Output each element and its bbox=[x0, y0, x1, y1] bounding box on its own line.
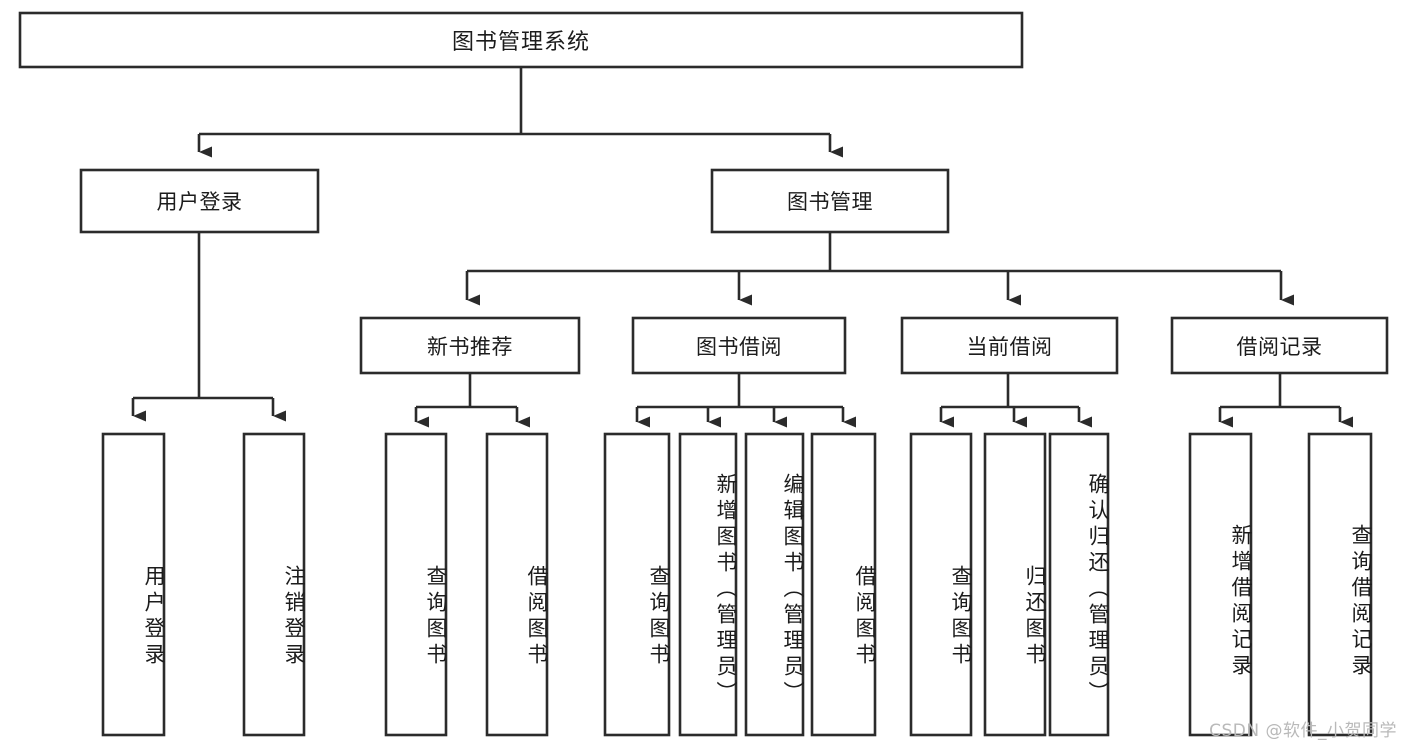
node-leaf-query-borrow-record-box[interactable] bbox=[1307, 432, 1373, 737]
node-leaf-query-book-cur-box[interactable] bbox=[909, 432, 973, 737]
node-leaf-query-book-rec-box[interactable] bbox=[384, 432, 448, 737]
node-user-login-box[interactable] bbox=[79, 168, 320, 234]
node-leaf-add-book-admin-box[interactable] bbox=[678, 432, 738, 737]
node-leaf-user-login-box[interactable] bbox=[101, 432, 166, 737]
node-new-book-recommend-box[interactable] bbox=[359, 316, 581, 375]
csdn-watermark: CSDN @软件_小贺同学 bbox=[1209, 721, 1397, 741]
node-borrow-record-box[interactable] bbox=[1170, 316, 1389, 375]
node-leaf-user-logout-box[interactable] bbox=[242, 432, 306, 737]
node-leaf-add-borrow-record-box[interactable] bbox=[1188, 432, 1253, 737]
node-leaf-edit-book-admin-box[interactable] bbox=[744, 432, 805, 737]
node-root-box[interactable] bbox=[18, 11, 1024, 69]
node-leaf-return-book-box[interactable] bbox=[983, 432, 1047, 737]
node-leaf-borrow-book-rec-box[interactable] bbox=[485, 432, 549, 737]
node-leaf-confirm-return-admin-box[interactable] bbox=[1048, 432, 1110, 737]
node-book-borrow-box[interactable] bbox=[631, 316, 847, 375]
node-leaf-borrow-book-box[interactable] bbox=[810, 432, 877, 737]
node-leaf-query-book-borrow-box[interactable] bbox=[603, 432, 671, 737]
node-current-borrow-box[interactable] bbox=[900, 316, 1119, 375]
node-book-manage-box[interactable] bbox=[710, 168, 950, 234]
